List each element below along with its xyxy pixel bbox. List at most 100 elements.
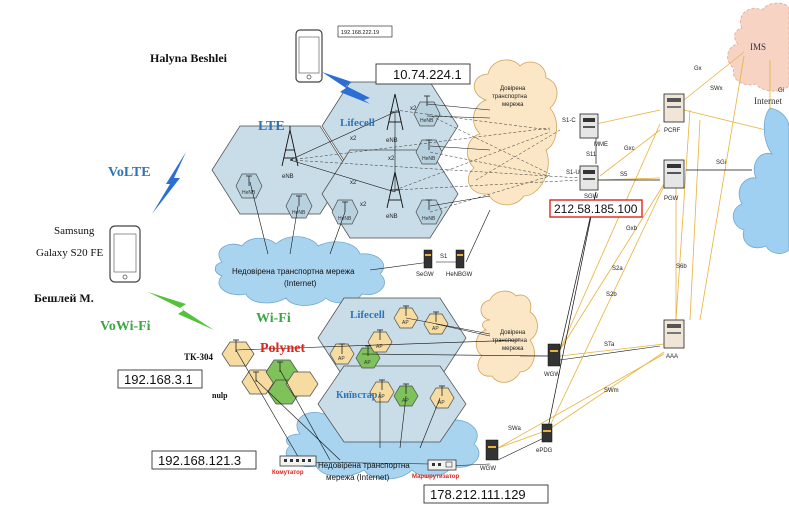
aaa-label: AAA — [666, 354, 678, 360]
router-ip: 192.168.121.3 — [158, 453, 241, 468]
router-ip-box — [151, 450, 257, 470]
server-pgw — [663, 159, 685, 189]
ap-label-4: AP — [364, 360, 371, 366]
pgw-label: PGW — [664, 196, 679, 202]
wifi-hex-grid — [221, 297, 467, 443]
small-antennas — [233, 95, 445, 396]
polynet-hex-5 — [285, 371, 319, 397]
untrusted-cloud-top-label: Недовірена транспортна мережа(Internet) — [232, 267, 355, 288]
ap-label-6: AP — [378, 394, 385, 400]
pcrf-label: PCRF — [664, 128, 681, 134]
iface-x2-5: x2 — [360, 202, 367, 208]
enb-label-3: eNB — [386, 214, 398, 220]
gw-wgw-2 — [485, 439, 499, 461]
henb-label-2: HeNB — [292, 210, 306, 216]
internet-cloud — [732, 107, 789, 254]
untrusted-cloud-top — [214, 236, 385, 306]
wifi-label: Wi-Fi — [256, 311, 291, 326]
gw-segw — [423, 249, 433, 269]
iface-swa: SWa — [508, 426, 521, 432]
sgw-label: SGW — [584, 194, 599, 200]
server-mme — [579, 113, 599, 139]
iface-sta: STa — [604, 342, 615, 348]
sgw-ip: 212.58.185.100 — [554, 202, 638, 216]
ap-label-2: AP — [432, 326, 439, 332]
internet-ip-box — [423, 484, 549, 504]
ap-hex-6 — [369, 381, 395, 403]
internet-label: Internet — [754, 96, 782, 106]
polynet-ip: 192.168.3.1 — [124, 372, 193, 387]
wgw-label-1: WGW — [544, 372, 560, 378]
lte-ip: 10.74.224.1 — [393, 67, 462, 82]
segw-label: SeGW — [416, 272, 434, 278]
lifecell-wifi-label: Lifecell — [350, 309, 385, 321]
iface-s6b: S6b — [676, 264, 687, 270]
iface-gxb: Gxb — [626, 226, 638, 232]
ap-label-5: AP — [376, 344, 383, 350]
henb-hex-6 — [415, 199, 443, 225]
enb-label-1: eNB — [282, 174, 294, 180]
phone-top — [295, 29, 323, 83]
henb-label-5: HeNB — [422, 156, 436, 162]
kyivstar-label: Київстар — [336, 390, 378, 401]
iface-gi: Gi — [778, 88, 784, 94]
vowifi-label: VoWi-Fi — [100, 319, 151, 334]
iface-s2a: S2a — [612, 266, 623, 272]
zigzag-link-vowifi — [148, 292, 214, 330]
enb-label-2: eNB — [386, 138, 398, 144]
ap-label-1: AP — [402, 320, 409, 326]
wifi-hex-kyivstar — [317, 365, 467, 443]
phone-top-ip: 192.168.222.19 — [341, 30, 379, 36]
iface-s5: S5 — [620, 172, 628, 178]
mme-label: MME — [594, 142, 608, 148]
iface-gx: Gx — [694, 66, 702, 72]
trusted-cloud-top — [467, 59, 558, 206]
henb-label-6: HeNB — [422, 216, 436, 222]
device-line2: Galaxy S20 FE — [36, 247, 104, 259]
server-aaa — [663, 319, 685, 349]
zigzag-link-top — [322, 72, 370, 104]
zigzag-link-volte — [152, 152, 186, 214]
trusted-cloud-bottom — [475, 290, 538, 383]
iface-s1u: S1-U — [566, 170, 580, 176]
commutator-label: Комутатор — [272, 470, 304, 476]
iface-x2-4: x2 — [410, 106, 417, 112]
ran-links — [289, 109, 581, 213]
phone-ip-box — [337, 25, 393, 38]
iface-swm: SWm — [604, 388, 619, 394]
lte-ip-box — [375, 63, 471, 85]
epdg-label: ePDG — [536, 448, 553, 454]
iface-s1-segw: S1 — [440, 254, 448, 260]
core-links — [547, 128, 752, 429]
commutator-device — [279, 455, 317, 467]
site-nulp: nulp — [212, 391, 228, 400]
iface-s11: S11 — [586, 152, 597, 158]
ap-label-8: AP — [438, 400, 445, 406]
site-tk304: ТК-304 — [184, 352, 214, 362]
solid-links — [235, 103, 661, 467]
polynet-label: Polynet — [260, 341, 305, 356]
sgw-ip-box — [549, 199, 643, 218]
gw-henbgw — [455, 249, 465, 269]
server-pcrf — [663, 93, 685, 123]
person-bottom-name: Бешлей М. — [34, 291, 94, 305]
iface-sgi: SGi — [716, 160, 726, 166]
wgw-label-2: WGW — [480, 466, 496, 472]
ap-label-7: AP — [402, 398, 409, 404]
iface-x2-1: x2 — [350, 136, 357, 142]
iface-swx: SWx — [710, 86, 723, 92]
henb-label-4: HeNB — [420, 118, 434, 124]
enb-tower-2 — [386, 93, 404, 131]
iface-x2-2: x2 — [350, 180, 357, 186]
iface-gxc: Gxc — [624, 146, 635, 152]
lte-label: LTE — [258, 119, 285, 134]
core-interfaces — [497, 51, 771, 449]
henb-label-3: HeNB — [338, 216, 352, 222]
lifecell-lte-label: Lifecell — [340, 117, 375, 129]
enb-tower-1 — [281, 126, 299, 167]
internet-ip: 178.212.111.129 — [430, 487, 526, 502]
ap-hex-5 — [367, 331, 393, 353]
